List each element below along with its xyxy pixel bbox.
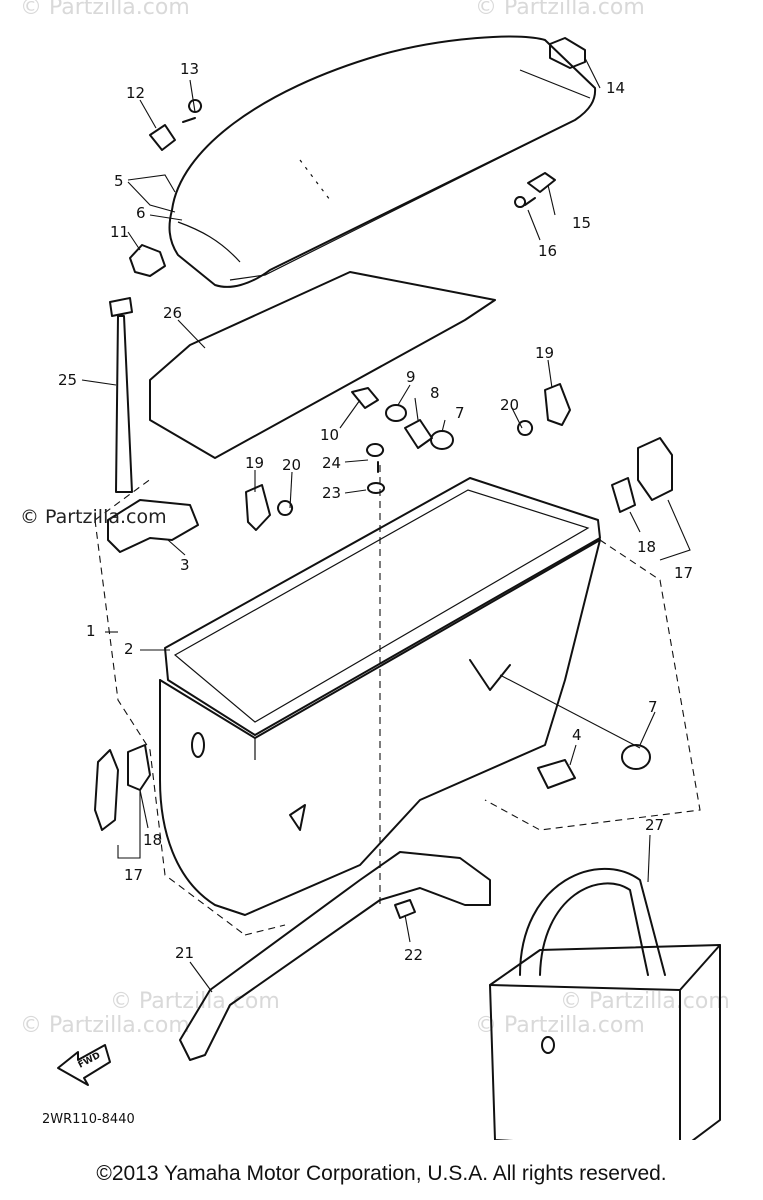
callout-8: 8 (430, 384, 440, 402)
hinge-14-part (549, 37, 586, 69)
callout-18-left: 18 (143, 831, 162, 849)
callout-4: 4 (572, 726, 582, 744)
screw-16-part (514, 196, 536, 208)
callout-10: 10 (320, 426, 339, 444)
callout-17-right: 17 (674, 564, 693, 582)
callout-19-top: 19 (535, 344, 554, 362)
callout-27: 27 (645, 816, 664, 834)
callout-26: 26 (163, 304, 182, 322)
inner-bag-27-part (489, 867, 721, 1140)
partzilla-watermark: © Partzilla.com (20, 506, 167, 528)
plate-15-part (527, 172, 556, 193)
callout-18-right: 18 (637, 538, 656, 556)
callout-2: 2 (124, 640, 134, 658)
bracket-3-part (107, 499, 199, 553)
callout-5: 5 (114, 172, 124, 190)
nut-20b-part (517, 420, 534, 436)
washer-23-part (367, 482, 385, 494)
fwd-arrow-icon: FWD (57, 1044, 111, 1086)
bolt-24-part (366, 443, 384, 473)
callout-20-top: 20 (500, 396, 519, 414)
diagram-part-code: 2WR110-8440 (42, 1112, 135, 1127)
watermark-faint: © Partzilla.com (475, 0, 645, 20)
mat-26-part (149, 271, 496, 459)
bracket-19a-part (245, 484, 271, 531)
leader-lines (81, 57, 691, 993)
stay-21-part (179, 851, 491, 1061)
bracket-19b-part (544, 383, 571, 426)
callout-20-left: 20 (282, 456, 301, 474)
callout-7-top: 7 (455, 404, 465, 422)
lid-hardware (129, 37, 586, 277)
callout-11: 11 (110, 223, 129, 241)
assembly-outline (484, 539, 701, 831)
callout-15: 15 (572, 214, 591, 232)
callout-13: 13 (180, 60, 199, 78)
callout-1: 1 (86, 622, 96, 640)
callout-17-left: 17 (124, 866, 143, 884)
callout-23: 23 (322, 484, 341, 502)
callout-24: 24 (322, 454, 341, 472)
screw-13-part (182, 99, 203, 123)
cap-22-part (394, 899, 416, 919)
latch-17-right-part (611, 437, 673, 513)
watermark-faint: © Partzilla.com (475, 1013, 645, 1038)
washer-9-part (385, 404, 407, 422)
faint-watermarks: © Partzilla.com © Partzilla.com © Partzi… (20, 0, 730, 1038)
callout-3: 3 (180, 556, 190, 574)
watermark-faint: © Partzilla.com (110, 989, 280, 1014)
callout-7-bottom: 7 (648, 698, 658, 716)
watermark-faint: © Partzilla.com (20, 0, 190, 20)
callout-16: 16 (538, 242, 557, 260)
plate-12-part (149, 124, 176, 151)
exploded-parts-diagram: © Partzilla.com © Partzilla.com © Partzi… (20, 0, 730, 1140)
nut-20a-part (277, 500, 294, 516)
assembly-outline (94, 477, 286, 936)
mount-hardware (245, 383, 571, 531)
grommet-7b-part (621, 744, 651, 770)
callout-numbers: 13 12 14 5 6 15 16 11 26 25 19 9 8 20 7 … (58, 60, 693, 964)
copyright-notice: ©2013 Yamaha Motor Corporation, U.S.A. A… (96, 1162, 667, 1185)
spacer-8-part (404, 419, 433, 449)
grommet-7a-part (430, 430, 454, 450)
callout-14: 14 (606, 79, 625, 97)
latch-17-left-part (94, 744, 151, 831)
strap-25-part (109, 297, 133, 493)
callout-12: 12 (126, 84, 145, 102)
watermark-faint: © Partzilla.com (560, 989, 730, 1014)
pad-4-part (537, 759, 576, 789)
callout-25: 25 (58, 371, 77, 389)
callout-6: 6 (136, 204, 146, 222)
callout-9: 9 (406, 368, 416, 386)
watermark-faint: © Partzilla.com (20, 1013, 190, 1038)
bolt-10-part (351, 387, 379, 409)
callout-19-left: 19 (245, 454, 264, 472)
latch-11-part (129, 244, 166, 277)
callout-21: 21 (175, 944, 194, 962)
callout-22: 22 (404, 946, 423, 964)
saddlebag-lid (168, 35, 597, 288)
